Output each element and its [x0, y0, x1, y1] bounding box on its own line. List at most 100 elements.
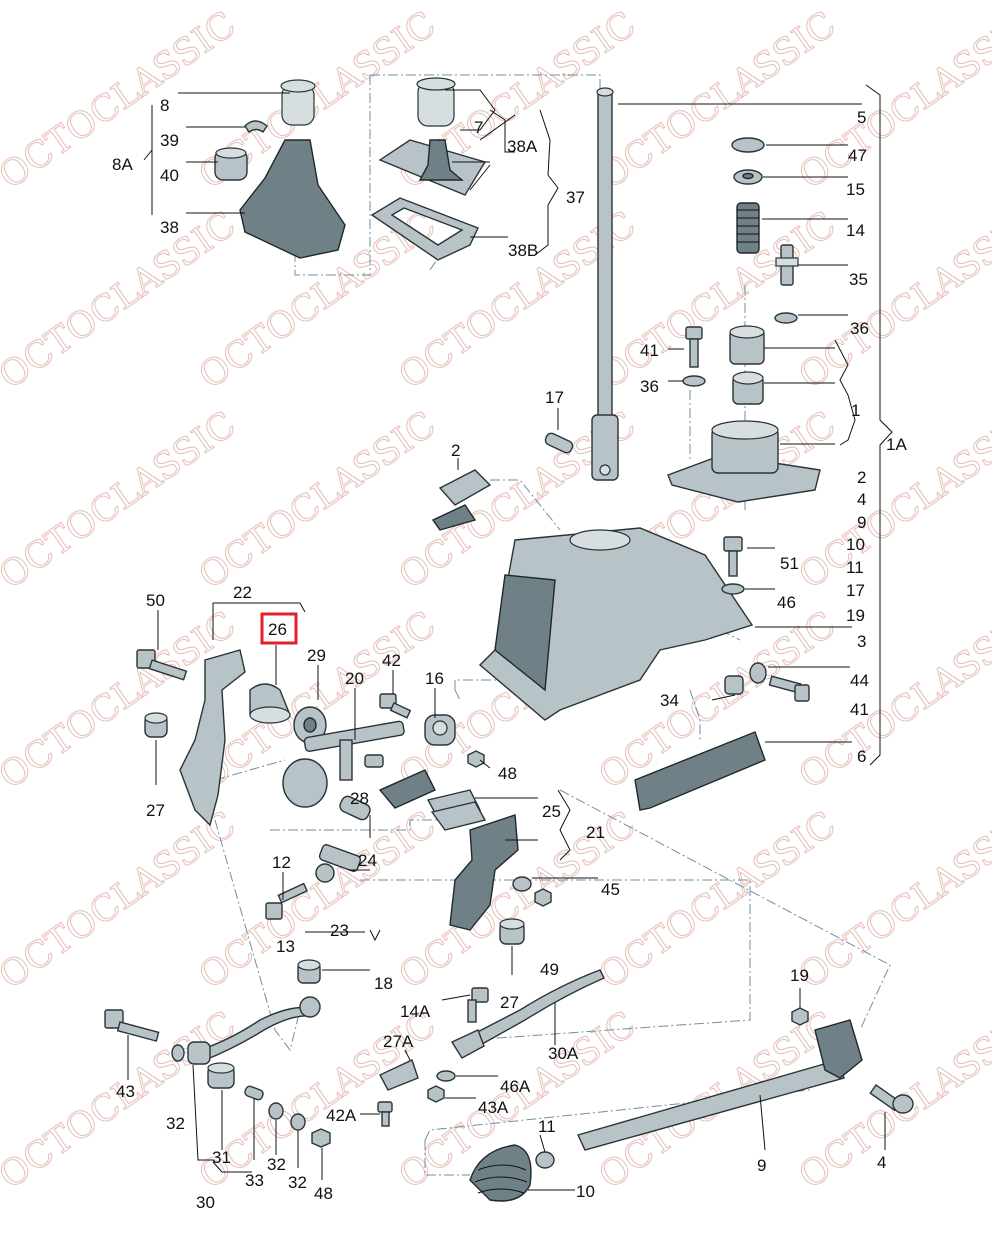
housing-3 [478, 527, 754, 721]
clip-39 [244, 120, 268, 133]
nut-48a [467, 750, 485, 768]
label-13: 13 [276, 937, 295, 956]
label-38A: 38A [507, 137, 538, 156]
link-rod-30A [450, 969, 605, 1059]
label-18: 18 [374, 974, 393, 993]
shift-shaft-9 [577, 1019, 863, 1151]
bush-18 [297, 959, 321, 984]
label-24: 24 [358, 851, 377, 870]
label-5: 5 [857, 108, 866, 127]
link-rod-30 [187, 996, 321, 1065]
lever-plate-22 [179, 649, 246, 827]
label-9: 9 [757, 1156, 766, 1175]
label-14A: 14A [400, 1002, 431, 1021]
knob-8 [280, 79, 316, 126]
label-15: 15 [846, 180, 865, 199]
label-8: 8 [160, 96, 169, 115]
label-1A: 1A [886, 435, 907, 454]
washer-46A [436, 1070, 456, 1082]
fork-27A [379, 1059, 419, 1091]
label-17: 17 [545, 388, 564, 407]
label-19: 19 [790, 966, 809, 985]
stud-35 [775, 244, 799, 286]
label-8A: 8A [112, 155, 133, 174]
label-3: 3 [857, 632, 866, 651]
housing-base-1 [667, 420, 821, 503]
washer-45 [512, 876, 532, 892]
label-4: 4 [877, 1153, 886, 1172]
washer-44 [749, 662, 767, 684]
bolt-41a [685, 326, 703, 368]
boot-frame-38A [378, 139, 487, 196]
bolt-42A [377, 1101, 393, 1127]
label-44: 44 [850, 671, 869, 690]
label-50: 50 [146, 591, 165, 610]
washer-15 [733, 169, 763, 185]
label-22: 22 [233, 583, 252, 602]
list-label-17: 17 [846, 581, 865, 600]
label-32: 32 [267, 1155, 286, 1174]
spring-14 [736, 202, 760, 254]
label-32: 32 [288, 1173, 307, 1192]
label-35: 35 [849, 270, 868, 289]
label-26: 26 [268, 620, 287, 639]
label-28: 28 [350, 789, 369, 808]
label-36: 36 [640, 377, 659, 396]
shift-boot-38 [239, 139, 346, 259]
label-2: 2 [451, 441, 460, 460]
ring-40 [214, 147, 248, 181]
bushing-upper [729, 325, 765, 365]
highlight-box-26 [260, 612, 298, 645]
label-51: 51 [780, 554, 799, 573]
label-25: 25 [542, 802, 561, 821]
bolt-41b [768, 675, 810, 702]
label-30A: 30A [548, 1044, 579, 1063]
label-46: 46 [777, 593, 796, 612]
label-33: 33 [245, 1171, 264, 1190]
bracket-21 [449, 814, 519, 931]
label-43A: 43A [478, 1098, 509, 1117]
pin-17 [544, 432, 574, 454]
bellows-10 [469, 1144, 532, 1202]
rubber-mount-25 [378, 769, 487, 831]
label-10: 10 [576, 1182, 595, 1201]
label-39: 39 [160, 131, 179, 150]
nut-45 [534, 888, 552, 907]
leader-lines [127, 84, 893, 1191]
label-11: 11 [538, 1117, 556, 1136]
label-38B: 38B [508, 241, 538, 260]
nut-48b [311, 1128, 331, 1148]
bush-31 [207, 1062, 235, 1089]
circlip-47 [731, 137, 765, 153]
label-23: 23 [330, 921, 349, 940]
nut-43A [427, 1085, 445, 1103]
washer-32c [290, 1113, 306, 1131]
list-label-2: 2 [857, 468, 866, 487]
selector-shaft-20 [282, 720, 405, 808]
bolt-4 [869, 1084, 914, 1114]
label-1: 1 [851, 401, 860, 420]
label-30: 30 [196, 1193, 215, 1212]
label-45: 45 [601, 880, 620, 899]
pin-33 [244, 1085, 264, 1101]
bolt-14A [467, 987, 489, 1023]
cap-26 [249, 683, 291, 724]
pivot-24 [315, 844, 362, 883]
bracket-6 [634, 731, 766, 811]
label-49: 49 [540, 960, 559, 979]
label-31: 31 [212, 1148, 231, 1167]
washer-36a [774, 312, 798, 324]
label-41: 41 [640, 341, 659, 360]
clip-23 [369, 929, 381, 942]
label-12: 12 [272, 853, 291, 872]
label-48: 48 [498, 764, 517, 783]
label-7: 7 [474, 118, 483, 137]
label-27: 27 [500, 993, 519, 1012]
nut-19b [791, 1007, 809, 1026]
label-38: 38 [160, 218, 179, 237]
label-27: 27 [146, 801, 165, 820]
label-41: 41 [850, 700, 869, 719]
shift-lever-5 [591, 87, 619, 481]
